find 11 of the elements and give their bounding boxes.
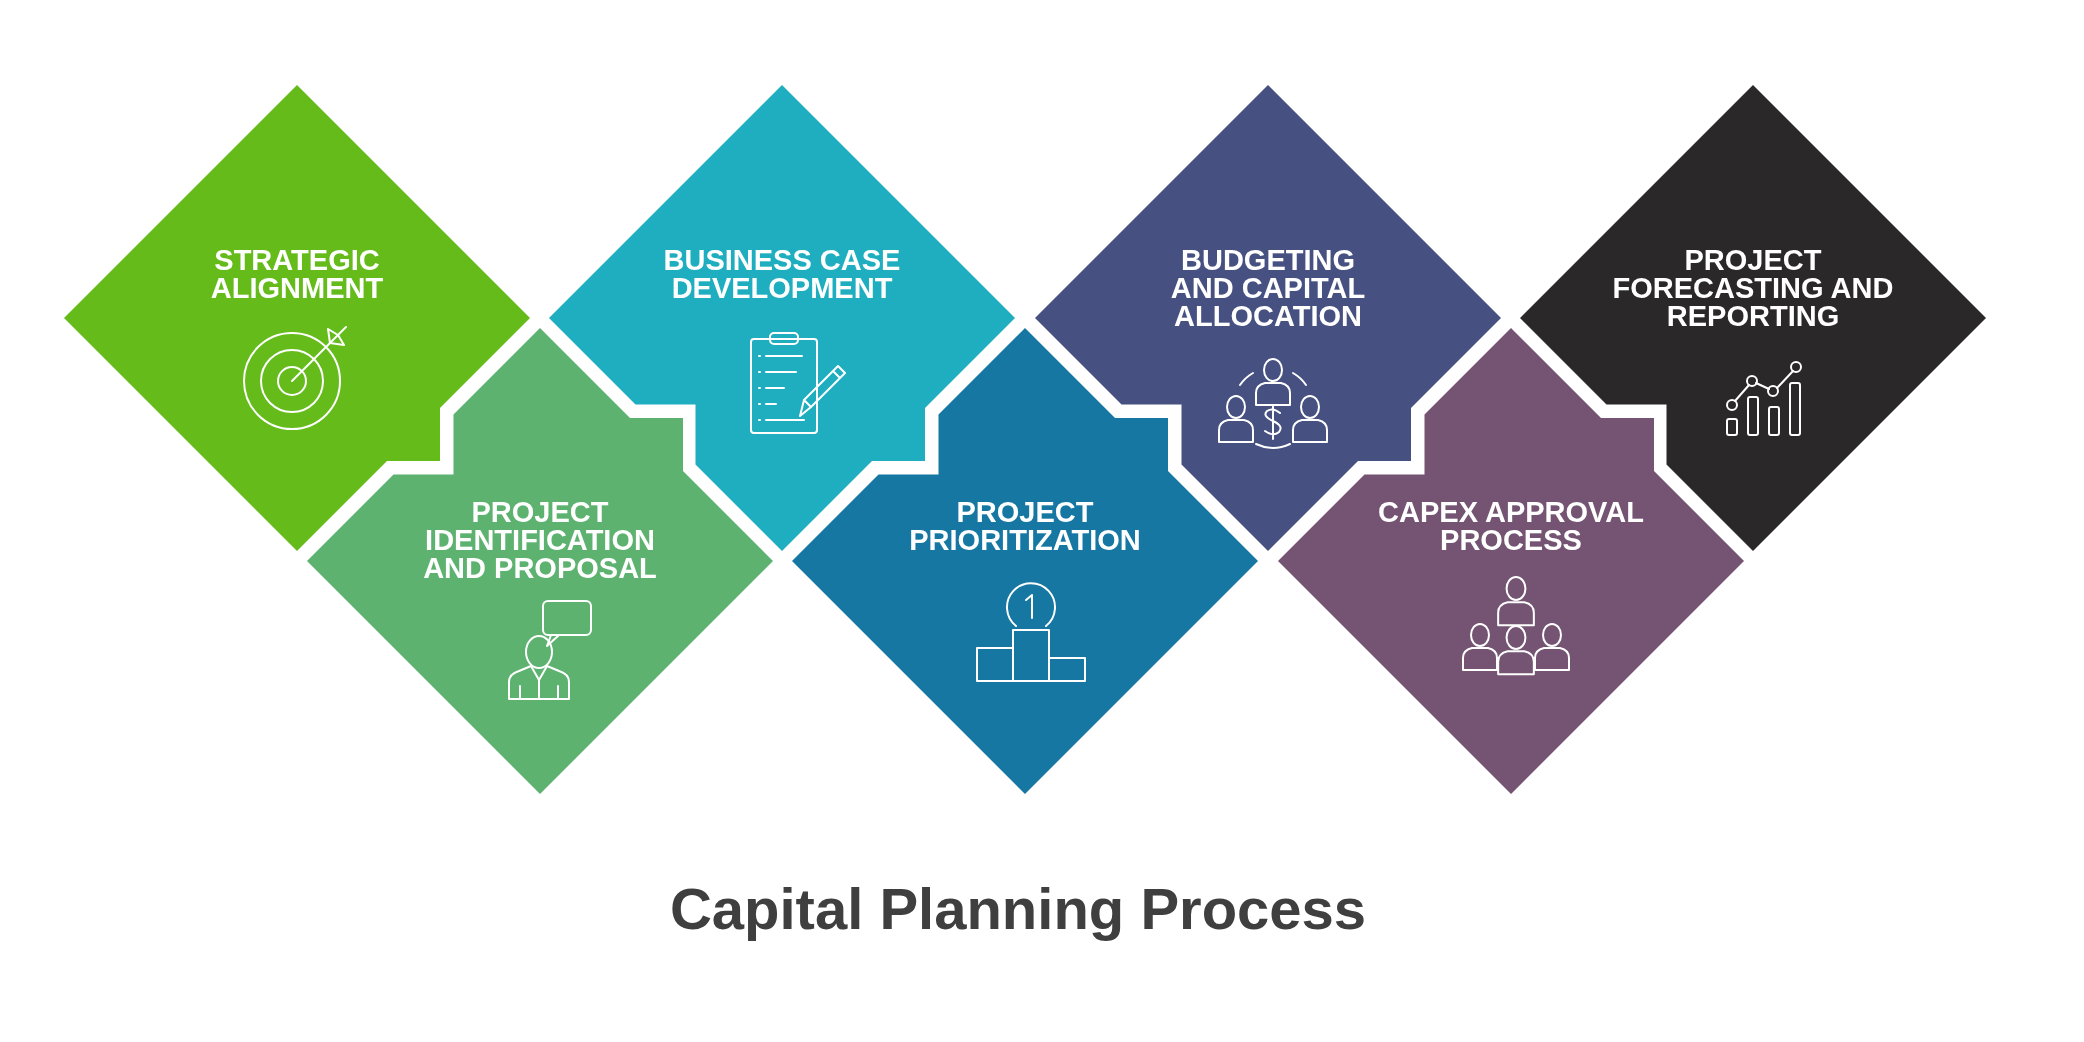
- step-title: BUSINESS CASE DEVELOPMENT: [662, 246, 902, 302]
- step-title: PROJECT IDENTIFICATION AND PROPOSAL: [422, 498, 658, 582]
- process-diamond: [307, 328, 773, 794]
- step-title: BUDGETING AND CAPITAL ALLOCATION: [1169, 246, 1367, 330]
- process-diamond: [1278, 328, 1744, 794]
- step-title: STRATEGIC ALIGNMENT: [209, 246, 385, 302]
- diagram-title: Capital Planning Process: [669, 876, 1367, 942]
- step-title: PROJECT PRIORITIZATION: [908, 498, 1142, 554]
- process-diamond: [792, 328, 1258, 794]
- step-title: CAPEX APPROVAL PROCESS: [1377, 498, 1645, 554]
- step-title: PROJECT FORECASTING AND REPORTING: [1611, 246, 1895, 330]
